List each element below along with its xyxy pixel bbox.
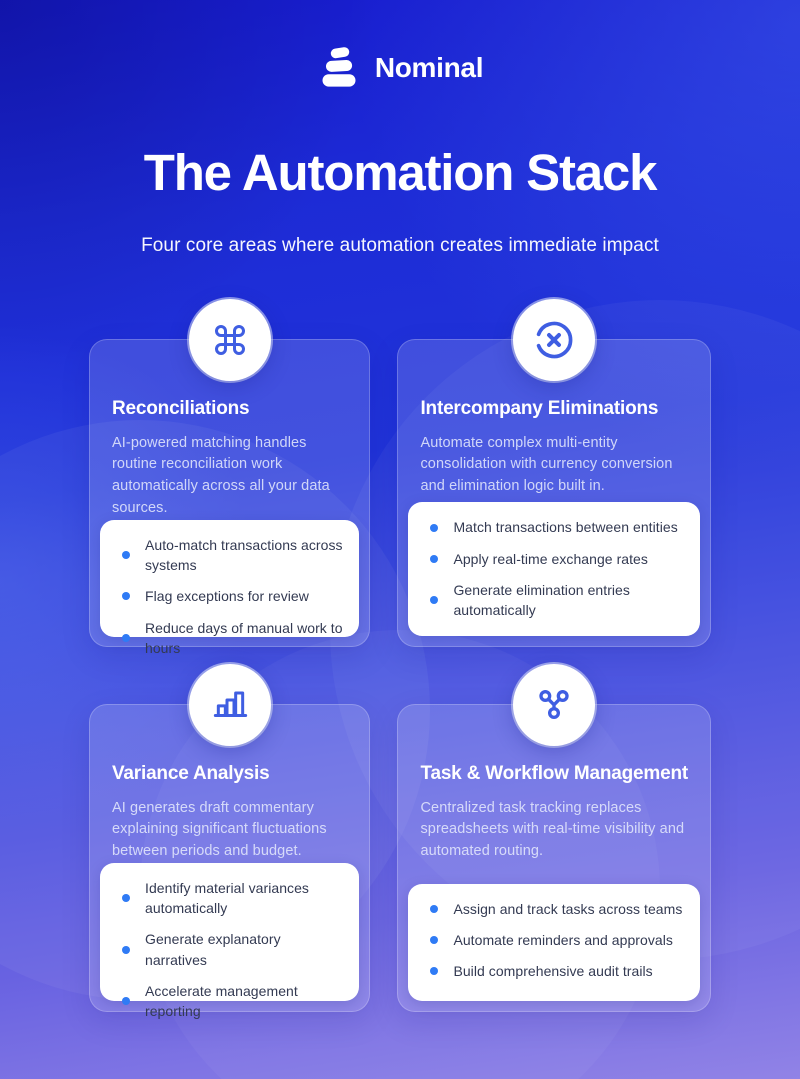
bullet-text: Generate elimination entries automatical… bbox=[453, 582, 630, 619]
bullet-dot-icon bbox=[430, 523, 439, 532]
card-title: Reconciliations bbox=[112, 397, 250, 419]
bullet-dot-icon bbox=[122, 633, 130, 642]
card-title: Intercompany Eliminations bbox=[420, 397, 659, 419]
bullet-dot-icon bbox=[122, 592, 130, 601]
list-item: Flag exceptions for review bbox=[114, 586, 345, 606]
bullet-dot-icon bbox=[122, 550, 130, 559]
list-item: Auto-match transactions across systems bbox=[114, 535, 345, 576]
command-icon bbox=[214, 324, 245, 355]
bullet-box: Identify material variances automaticall… bbox=[100, 862, 360, 1019]
list-item: Reduce days of manual work to hours bbox=[114, 618, 345, 659]
list-item: Match transactions between entities bbox=[422, 517, 686, 537]
bullet-text: Build comprehensive audit trails bbox=[453, 963, 653, 980]
list-item: Build comprehensive audit trails bbox=[422, 961, 686, 981]
card-task-workflow-management: Task & Workflow Management Centralized t… bbox=[397, 663, 711, 1012]
brand-logo: Nominal bbox=[0, 0, 800, 90]
icon-badge bbox=[513, 298, 596, 381]
bullet-text: Match transactions between entities bbox=[453, 519, 678, 536]
list-item: Generate explanatory narratives bbox=[114, 929, 345, 970]
bullet-text: Identify material variances automaticall… bbox=[145, 879, 309, 917]
icon-badge bbox=[188, 663, 271, 746]
nominal-stack-icon bbox=[322, 47, 356, 87]
card-title: Task & Workflow Management bbox=[420, 762, 688, 784]
bullet-text: Flag exceptions for review bbox=[145, 588, 309, 605]
card-description: Centralized task tracking replaces sprea… bbox=[420, 799, 685, 860]
workflow-split-icon bbox=[539, 689, 569, 719]
card-title: Variance Analysis bbox=[112, 762, 270, 784]
bullet-dot-icon bbox=[430, 554, 439, 563]
card-intercompany-eliminations: Intercompany Eliminations Automate compl… bbox=[397, 298, 711, 647]
cards-grid: Reconciliations AI-powered matching hand… bbox=[89, 298, 711, 1019]
list-item: Accelerate management reporting bbox=[114, 981, 345, 1022]
bullet-dot-icon bbox=[122, 945, 130, 954]
bullet-text: Auto-match transactions across systems bbox=[145, 536, 343, 573]
icon-badge bbox=[188, 298, 271, 381]
bullet-dot-icon bbox=[122, 997, 130, 1006]
bullet-dot-icon bbox=[430, 904, 439, 913]
circle-x-icon bbox=[536, 321, 573, 358]
bullet-text: Generate explanatory narratives bbox=[145, 931, 281, 968]
card-description: AI-powered matching handles routine reco… bbox=[112, 434, 330, 516]
list-item: Automate reminders and approvals bbox=[422, 930, 686, 950]
bullet-dot-icon bbox=[122, 894, 130, 903]
card-description: AI generates draft commentary explaining… bbox=[112, 799, 327, 860]
bullet-box: Assign and track tasks across teams Auto… bbox=[408, 883, 700, 1001]
bullet-dot-icon bbox=[430, 967, 439, 976]
bullet-dot-icon bbox=[430, 936, 439, 945]
bar-chart-icon bbox=[213, 691, 247, 717]
list-item: Assign and track tasks across teams bbox=[422, 899, 686, 919]
list-item: Apply real-time exchange rates bbox=[422, 549, 686, 569]
bullet-dot-icon bbox=[430, 596, 439, 605]
bullet-box: Auto-match transactions across systems F… bbox=[100, 519, 360, 656]
bullet-text: Reduce days of manual work to hours bbox=[145, 619, 343, 656]
page-subtitle: Four core areas where automation creates… bbox=[141, 234, 659, 256]
list-item: Generate elimination entries automatical… bbox=[422, 580, 686, 621]
page-title: The Automation Stack bbox=[143, 144, 658, 201]
icon-badge bbox=[513, 663, 596, 746]
bullet-box: Match transactions between entities Appl… bbox=[408, 502, 700, 636]
card-variance-analysis: Variance Analysis AI generates draft com… bbox=[89, 663, 371, 1019]
card-description: Automate complex multi-entity consolidat… bbox=[420, 434, 673, 495]
bullet-text: Assign and track tasks across teams bbox=[453, 900, 683, 917]
card-reconciliations: Reconciliations AI-powered matching hand… bbox=[89, 298, 371, 656]
bullet-text: Automate reminders and approvals bbox=[453, 931, 673, 948]
bullet-text: Accelerate management reporting bbox=[145, 983, 298, 1020]
brand-name: Nominal bbox=[374, 52, 484, 83]
bullet-text: Apply real-time exchange rates bbox=[453, 550, 648, 567]
list-item: Identify material variances automaticall… bbox=[114, 878, 345, 919]
